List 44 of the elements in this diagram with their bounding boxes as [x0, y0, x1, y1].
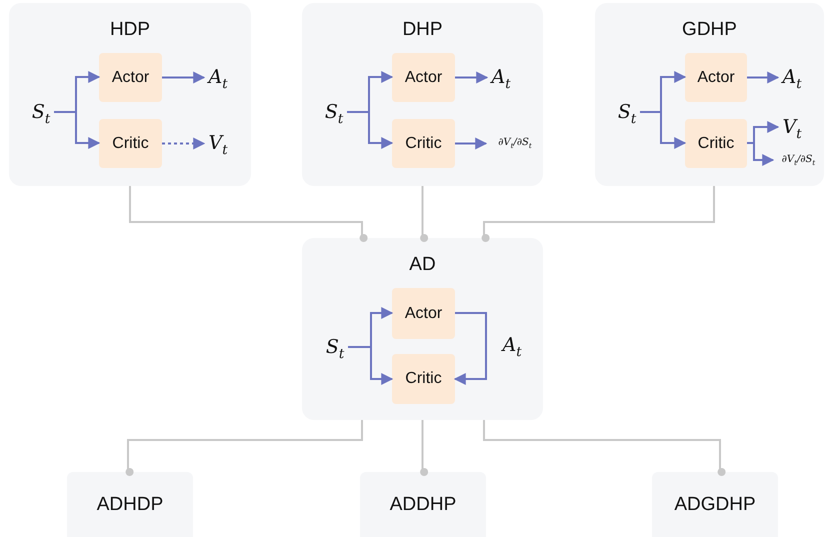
process-box: Actor	[392, 288, 455, 339]
connector-line	[126, 420, 363, 476]
panel-title: DHP	[401, 19, 444, 41]
process-box: Critic	[685, 119, 747, 168]
process-box: Actor	[99, 53, 162, 102]
arrow	[348, 346, 394, 385]
process-box: Critic	[392, 354, 455, 404]
math-label: S$_{t}$	[322, 335, 348, 359]
connector-line	[420, 420, 428, 476]
math-label: V$_{t}$	[778, 115, 806, 139]
connector-line	[420, 186, 428, 242]
panel-card	[302, 3, 543, 186]
panel-title: HDP	[108, 19, 152, 41]
arrow	[640, 111, 686, 149]
math-label: S$_{t}$	[321, 100, 347, 124]
arrow	[162, 138, 206, 150]
arrow	[455, 138, 488, 150]
panel-card	[9, 3, 251, 186]
math-label: V$_{t}$	[204, 131, 232, 155]
connector-line	[483, 420, 726, 476]
arrow	[454, 312, 487, 385]
process-box: ADHDP	[67, 472, 193, 537]
process-box: ADGDHP	[652, 472, 778, 537]
process-box: Actor	[685, 53, 747, 102]
math-label: A$_{t}$	[204, 65, 232, 89]
connector-line	[482, 186, 715, 242]
panel-title: GDHP	[681, 19, 738, 41]
arrow	[162, 72, 206, 84]
math-label: S$_{t}$	[28, 100, 54, 124]
math-label: A$_{t}$	[487, 65, 515, 89]
process-box: Critic	[392, 119, 455, 168]
arrow	[455, 72, 488, 84]
panel-card	[302, 238, 543, 420]
arrow	[747, 72, 780, 84]
panel-card	[595, 3, 824, 186]
math-label: A$_{t}$	[778, 65, 806, 89]
math-label: S$_{t}$	[614, 100, 640, 124]
math-label: ∂V$_{t}$/∂S$_{t}$	[773, 150, 824, 170]
process-box: ADDHP	[360, 472, 486, 537]
connector-line	[129, 186, 368, 242]
process-box: Actor	[392, 53, 455, 102]
process-box: Critic	[99, 119, 162, 168]
math-label: ∂V$_{t}$/∂S$_{t}$	[486, 133, 544, 153]
panel-title: AD	[408, 254, 437, 276]
